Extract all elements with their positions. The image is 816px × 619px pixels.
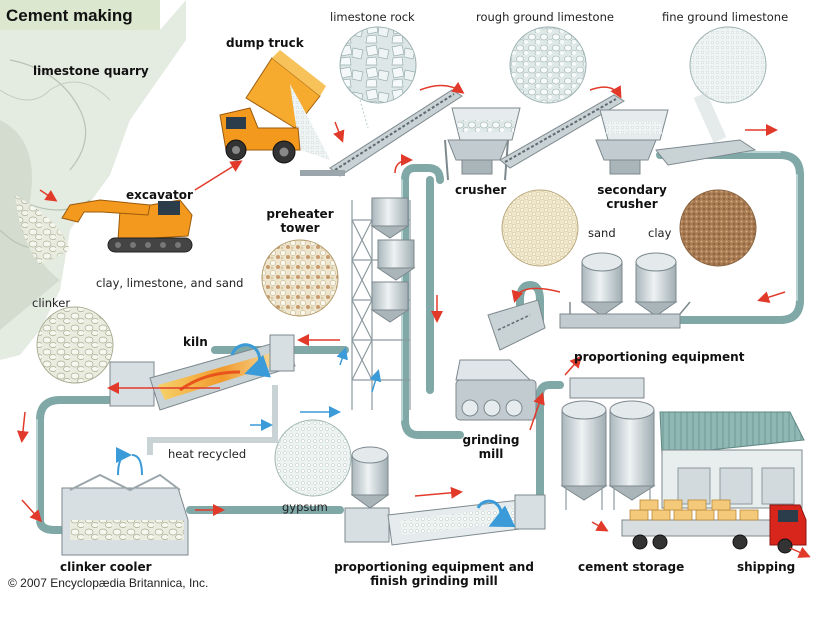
mixed-raw-sample (261, 239, 339, 317)
label-clay-limestone-sand: clay, limestone, and sand (96, 276, 244, 290)
label-shipping: shipping (737, 560, 796, 574)
diagram-title: Cement making (6, 6, 133, 25)
secondary-crusher (595, 109, 757, 175)
label-preheater-tower-line2: tower (280, 221, 320, 235)
heat-recycle-arrows (250, 347, 382, 431)
label-cement-storage: cement storage (578, 560, 685, 574)
gypsum-sample (274, 419, 352, 497)
grinding-mill (455, 299, 546, 421)
excavator (61, 199, 193, 253)
label-clay: clay (648, 226, 672, 240)
label-gypsum: gypsum (282, 500, 328, 514)
label-grinding-mill-line2: mill (478, 447, 504, 461)
label-grinding-mill-line1: grinding (462, 433, 520, 447)
finish-grinding-mill (344, 494, 546, 546)
limestone-rock-sample (339, 26, 417, 129)
crusher (444, 107, 521, 181)
label-clinker-cooler: clinker cooler (60, 560, 152, 574)
label-excavator: excavator (126, 188, 193, 202)
conveyor-belt-1 (300, 89, 463, 177)
preheater-tower (351, 197, 416, 410)
kiln (109, 334, 296, 411)
label-crusher: crusher (455, 183, 507, 197)
shipping-truck (621, 499, 807, 554)
label-rough-ground-limestone: rough ground limestone (476, 10, 614, 24)
sand-sample (501, 189, 579, 267)
fine-ground-limestone-sample (689, 26, 767, 143)
label-secondary-crusher-line2: crusher (606, 197, 658, 211)
process-flow-arrows (16, 81, 811, 558)
proportioning-equipment (559, 252, 691, 329)
gypsum-hopper (350, 446, 390, 509)
label-secondary-crusher-line1: secondary (597, 183, 667, 197)
conveyor-belt-2 (499, 94, 625, 169)
label-limestone-rock: limestone rock (330, 10, 415, 24)
label-prop-finish-line1: proportioning equipment and (334, 560, 534, 574)
diagram-title-box: Cement making (0, 0, 160, 30)
limestone-quarry (0, 0, 186, 360)
label-fine-ground-limestone: fine ground limestone (662, 10, 789, 24)
clinker-sample (36, 306, 114, 384)
dump-truck (219, 50, 330, 164)
label-preheater-tower-line1: preheater (266, 207, 334, 221)
clinker-cooler (61, 447, 189, 556)
heat-recycled-duct (147, 385, 278, 455)
label-sand: sand (588, 226, 616, 240)
cement-storage-silos (560, 377, 656, 510)
label-clinker: clinker (32, 296, 71, 310)
rough-ground-limestone-sample (509, 26, 587, 104)
label-prop-finish-line2: finish grinding mill (370, 574, 498, 588)
label-proportioning-equipment: proportioning equipment (574, 350, 745, 364)
label-kiln: kiln (183, 335, 208, 349)
clay-sample (679, 189, 757, 267)
label-dump-truck: dump truck (226, 36, 304, 50)
label-limestone-quarry: limestone quarry (33, 64, 149, 78)
label-heat-recycled: heat recycled (168, 447, 247, 461)
warehouse (659, 411, 805, 509)
copyright-notice: © 2007 Encyclopædia Britannica, Inc. (8, 576, 209, 590)
quarry-rubble (15, 195, 70, 265)
